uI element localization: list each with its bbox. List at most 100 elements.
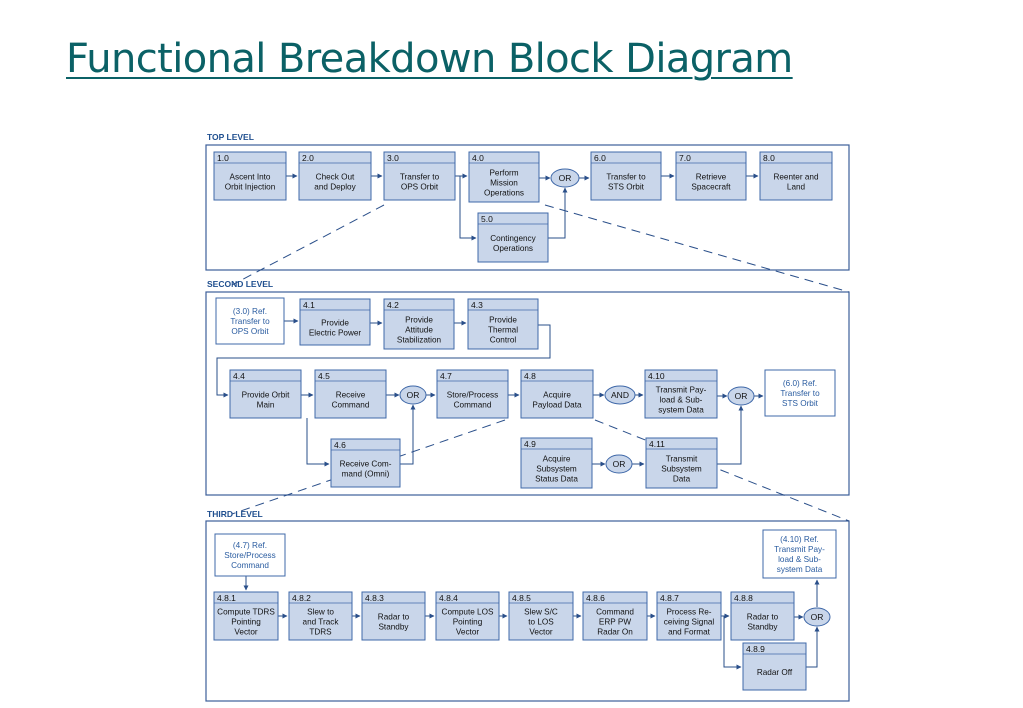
zoom-line-second-right xyxy=(594,419,850,522)
block-box xyxy=(467,298,539,350)
block-label-line: Provide Orbit xyxy=(242,391,291,400)
gate-label: OR xyxy=(735,391,748,401)
connector xyxy=(548,187,568,239)
block-box xyxy=(299,298,371,346)
gate-shape xyxy=(727,386,755,406)
gate-and: AND xyxy=(604,385,636,405)
connector xyxy=(306,418,330,467)
gate-shape xyxy=(605,454,633,474)
block-label-line: TDRS xyxy=(309,628,332,637)
block-label-line: Land xyxy=(787,183,806,192)
block-box xyxy=(383,151,456,201)
block-box xyxy=(508,591,574,641)
block-number: 4.0 xyxy=(472,153,484,163)
block-label-line: Pointing xyxy=(453,618,483,627)
block-label-line: Main xyxy=(257,401,275,410)
gate-label: OR xyxy=(407,390,420,400)
block-label-line: Standby xyxy=(747,623,778,632)
ref-label-line: load & Sub- xyxy=(778,555,821,564)
level-label-second: SECOND LEVEL xyxy=(207,279,273,289)
block-number: 4.8.4 xyxy=(439,593,458,603)
block-label-line: Spacecraft xyxy=(691,183,731,192)
block-number: 4.3 xyxy=(471,300,483,310)
block-label-line: and Format xyxy=(668,628,711,637)
block-box xyxy=(213,151,287,201)
block-number: 3.0 xyxy=(387,153,399,163)
block-label-line: Receive xyxy=(336,391,366,400)
block-label-line: Radar to xyxy=(378,613,410,622)
block-box xyxy=(298,151,372,201)
block-label-line: Vector xyxy=(456,628,479,637)
gate-label: OR xyxy=(613,459,626,469)
ref-box xyxy=(214,533,286,577)
block-label-line: Slew to xyxy=(307,608,334,617)
ref-label-line: Command xyxy=(231,561,269,570)
block-box xyxy=(742,642,807,691)
block-number: 6.0 xyxy=(594,153,606,163)
block-label-line: Provide xyxy=(489,316,517,325)
block-label-line: Pointing xyxy=(231,618,261,627)
gate-or: OR xyxy=(550,168,580,188)
block-number: 1.0 xyxy=(217,153,229,163)
block-label-line: OPS Orbit xyxy=(401,183,439,192)
block-label-line: Mission xyxy=(490,179,518,188)
block-label-line: Radar to xyxy=(747,613,779,622)
block-label-line: Acquire xyxy=(543,391,571,400)
block-box xyxy=(330,438,401,488)
block-box xyxy=(759,151,833,201)
gate-or: OR xyxy=(605,454,633,474)
block-number: 4.8 xyxy=(524,371,536,381)
connector xyxy=(806,626,820,668)
block-label-line: Transfer to xyxy=(400,173,440,182)
ref-label-line: system Data xyxy=(777,565,823,574)
block-label-line: load & Sub- xyxy=(660,396,703,405)
block-box xyxy=(468,151,540,203)
block-box xyxy=(314,369,387,419)
gate-label: OR xyxy=(559,173,572,183)
block-number: 4.8.3 xyxy=(365,593,384,603)
gate-or: OR xyxy=(399,385,427,405)
page-title: Functional Breakdown Block Diagram xyxy=(66,36,793,82)
block-box xyxy=(520,437,593,489)
block-label-line: Ascent Into xyxy=(230,173,271,182)
block-number: 4.10 xyxy=(648,371,665,381)
block-number: 2.0 xyxy=(302,153,314,163)
block-number: 4.8.7 xyxy=(660,593,679,603)
block-label-line: Transmit Pay- xyxy=(656,386,707,395)
connector xyxy=(216,324,551,398)
block-number: 4.8.8 xyxy=(734,593,753,603)
ref-label-line: Store/Process xyxy=(224,551,275,560)
block-number: 4.8.1 xyxy=(217,593,236,603)
block-box xyxy=(730,591,795,641)
block-number: 4.4 xyxy=(233,371,245,381)
gate-shape xyxy=(550,168,580,188)
block-number: 4.8.2 xyxy=(292,593,311,603)
block-box xyxy=(361,591,426,641)
block-label-line: Command xyxy=(332,401,370,410)
block-label-line: Radar On xyxy=(597,628,633,637)
ref-label-line: (4.7) Ref. xyxy=(233,541,267,550)
ref-label-line: OPS Orbit xyxy=(231,327,269,336)
ref-box xyxy=(215,297,285,345)
connector xyxy=(459,176,477,241)
block-label-line: Contingency xyxy=(490,234,536,243)
block-label-line: Radar Off xyxy=(757,668,793,677)
block-number: 4.5 xyxy=(318,371,330,381)
block-box xyxy=(288,591,353,641)
block-number: 8.0 xyxy=(763,153,775,163)
